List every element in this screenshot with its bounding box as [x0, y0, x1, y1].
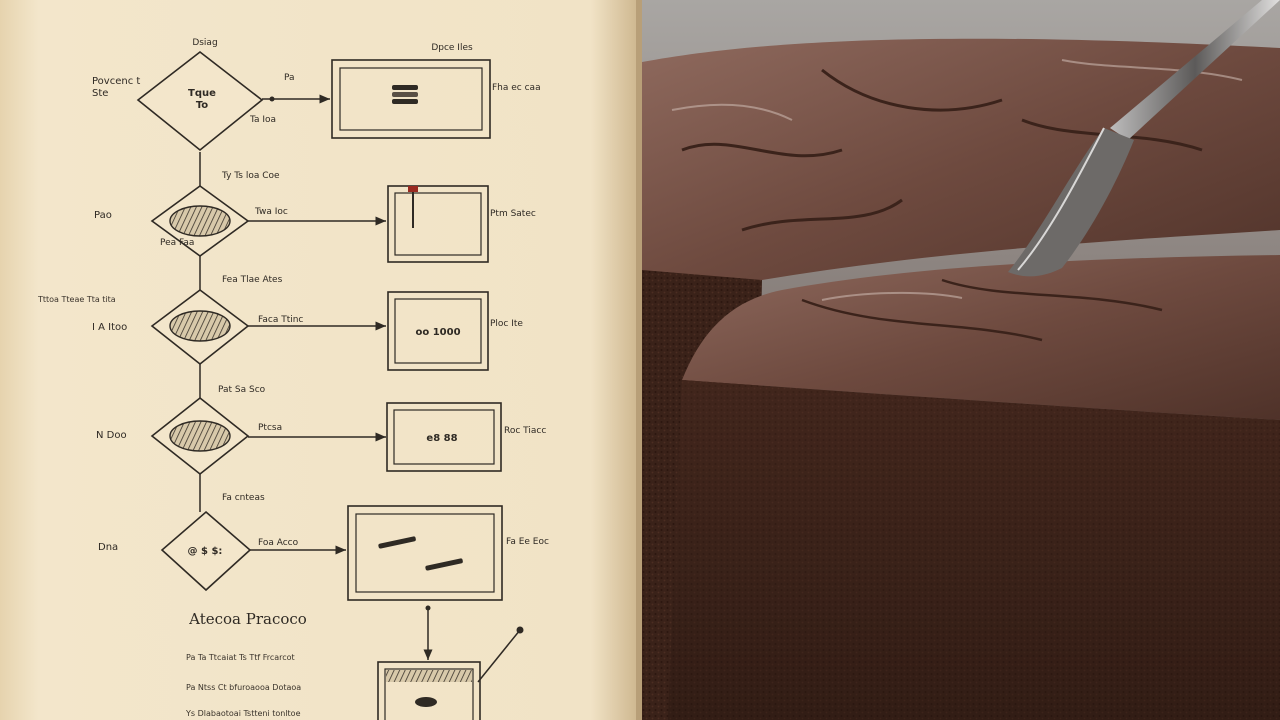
decision-2 — [150, 185, 250, 257]
flow-label-2: Faca Ttinc — [258, 315, 303, 325]
side-label-5: Dna — [98, 542, 118, 553]
process-box-2 — [387, 185, 489, 263]
connector-1-dot — [269, 96, 275, 102]
paper-background — [0, 0, 642, 720]
decision-4 — [150, 396, 250, 476]
top-right-label: Dpce Iles — [431, 43, 473, 53]
stack-icon — [392, 85, 418, 104]
flowchart-paper: Dsiag Dpce Iles — [0, 0, 642, 720]
smudged-text: Tttoa Tteae Tta tita — [37, 295, 116, 304]
process-box-4: e8 88 — [386, 402, 502, 472]
box-label-4: Roc Tiacc — [504, 426, 546, 436]
edge-label-4: Pat Sa Sco — [218, 385, 266, 395]
edge-label-5: Fa cnteas — [222, 493, 265, 503]
top-label: Dsiag — [192, 38, 217, 48]
decision-5: @ $ $: — [160, 510, 252, 592]
side-label-2: Pao — [94, 210, 112, 221]
back-brownie-top — [642, 38, 1280, 291]
edge-label-6: Pea Faa — [160, 238, 194, 248]
decision-5-glyph: @ $ $: — [188, 546, 223, 557]
side-label-3: I A Itoo — [92, 322, 127, 333]
edge-label-1: Pa — [284, 73, 295, 83]
front-brownie-top — [682, 255, 1280, 420]
box-label-2: Ptm Satec — [490, 209, 536, 219]
flow-label-4: Foa Acco — [258, 538, 299, 548]
flow-label-1: Twa Ioc — [254, 207, 288, 217]
diagram-title: Atecoa Pracoco — [188, 610, 307, 628]
process-box-5 — [347, 505, 503, 601]
page-edge — [636, 0, 642, 720]
brownie-photo — [642, 0, 1280, 720]
note-line-2: Pa Ntss Ct bfuroaooa Dotaoa — [186, 683, 301, 692]
box-label-5: Fa Ee Eoc — [506, 537, 549, 547]
flow-label-3: Ptcsa — [258, 423, 282, 433]
box-label-3: Ploc Ite — [490, 319, 523, 329]
note-line-1: Pa Ta Ttcaiat Ts Ttf Frcarcot — [186, 653, 295, 662]
process-box-1 — [331, 59, 491, 139]
flowchart-diagram: Dsiag Dpce Iles — [0, 0, 642, 720]
brownie-photo-illustration — [642, 0, 1280, 720]
box-label-1: Fha ec caa — [492, 83, 541, 93]
connector-7 — [477, 629, 521, 683]
decision-1 — [136, 50, 264, 152]
edge-label-3: Fea Tlae Ates — [222, 275, 283, 285]
process-box-4-glyph: e8 88 — [426, 433, 457, 444]
process-box-3: oo 1000 — [387, 291, 489, 371]
edge-label-2: Ty Ts loa Coe — [221, 171, 280, 181]
process-box-3-glyph: oo 1000 — [415, 327, 460, 338]
side-label-4: N Doo — [96, 430, 127, 441]
flow-label-5: Ta Ioa — [249, 115, 276, 125]
decision-3 — [150, 289, 250, 366]
knife — [1008, 0, 1280, 277]
process-box-6 — [377, 661, 481, 720]
note-line-3: Ys Dlabaotoai Tstteni tonltoe — [185, 709, 301, 718]
